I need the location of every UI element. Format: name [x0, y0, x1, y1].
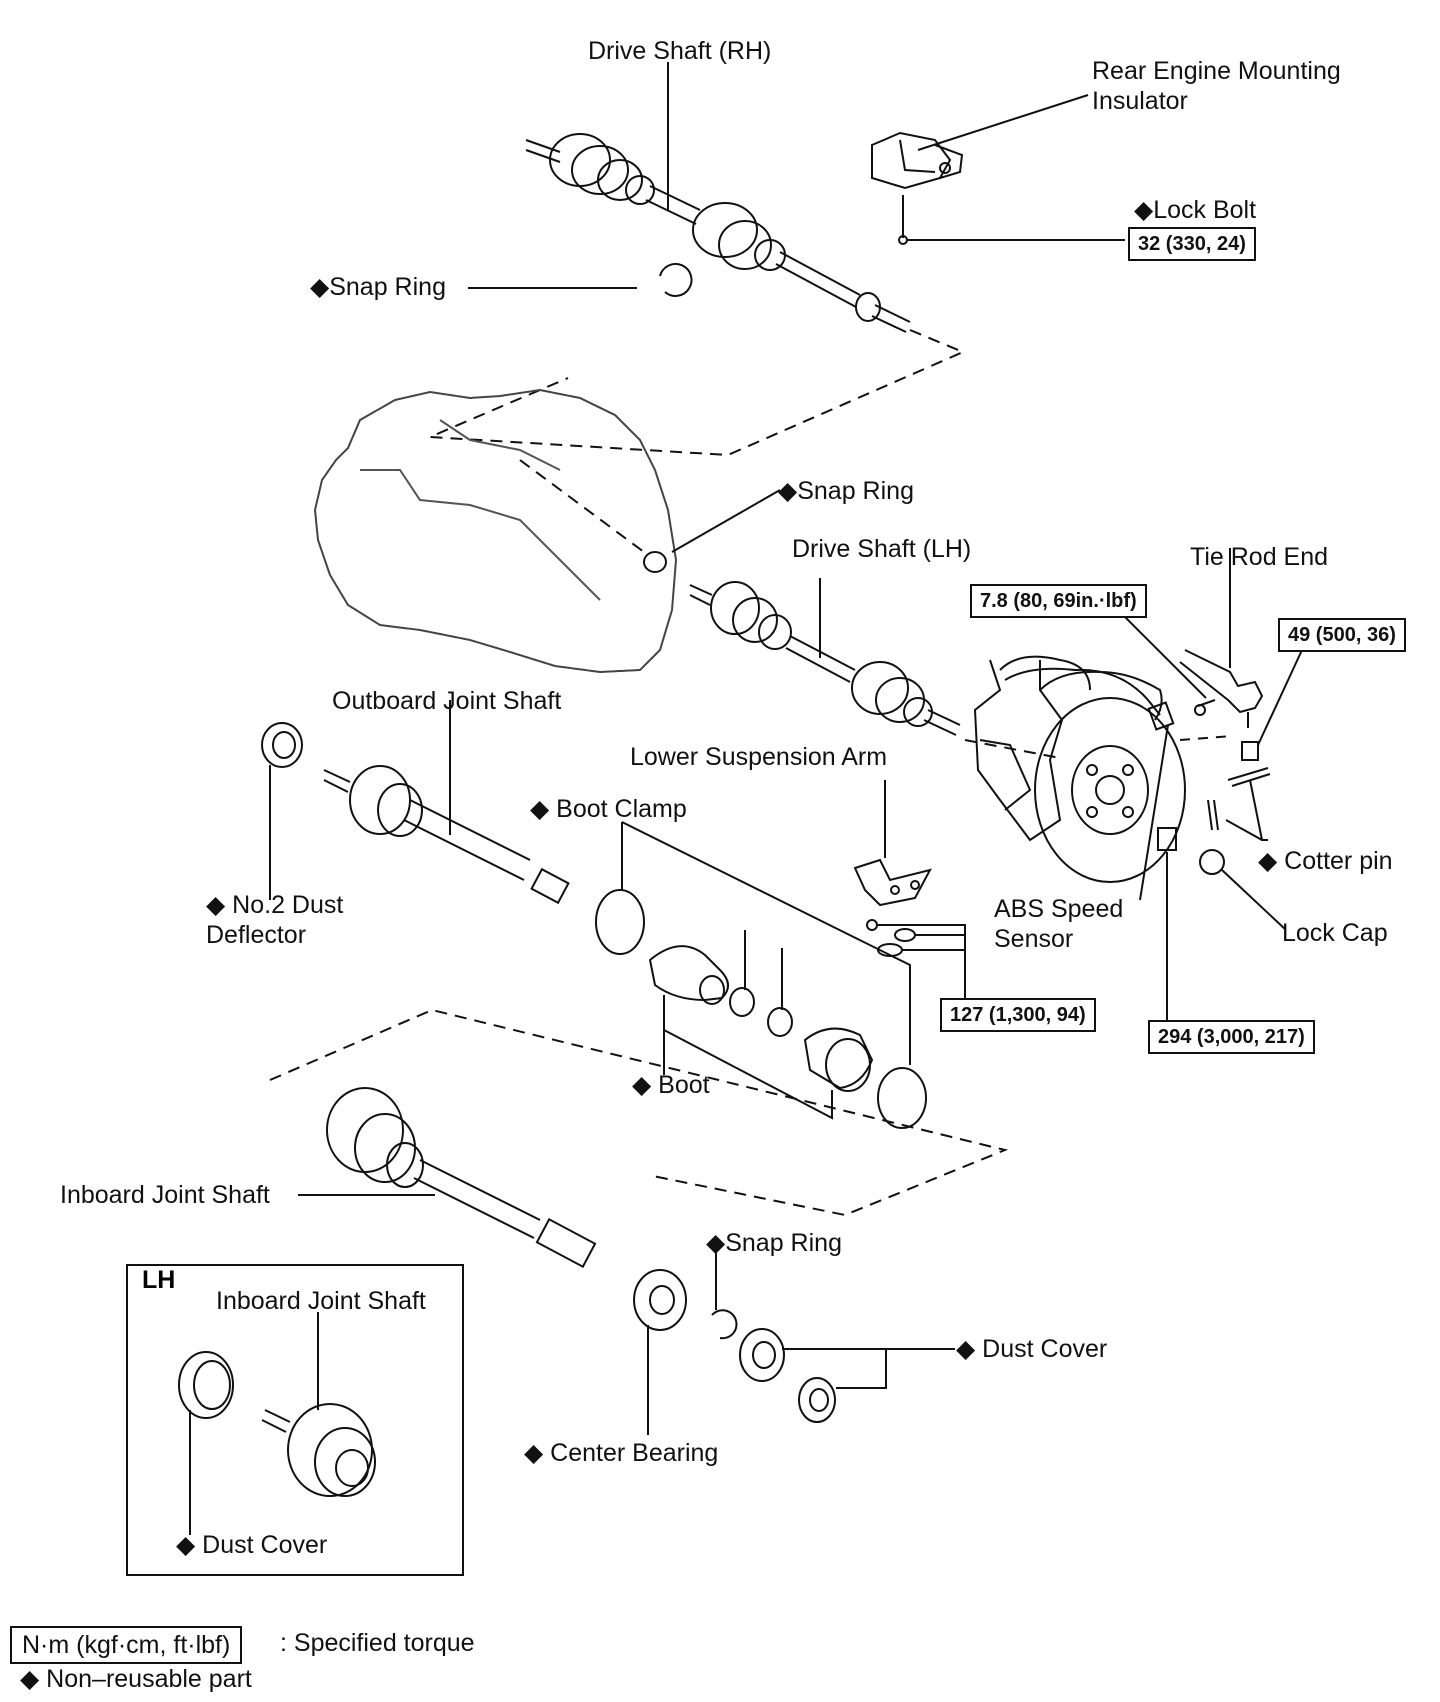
snap-ring-mid-drawing	[643, 551, 667, 573]
label-boot: ◆ Boot	[632, 1071, 710, 1099]
legend-torque-units: N·m (kgf·cm, ft·lbf)	[10, 1626, 243, 1664]
label-drive-shaft-rh: Drive Shaft (RH)	[588, 37, 772, 65]
torque-tie-rod-nut: 49 (500, 36)	[1278, 618, 1406, 652]
label-snap-ring-top: ◆Snap Ring	[310, 273, 446, 301]
torque-abs-bolt: 7.8 (80, 69in.·lbf)	[970, 584, 1147, 618]
knuckle-brake-drawing	[973, 655, 1186, 883]
hub-nut-drawing	[1157, 827, 1177, 851]
lower-arm-drawing	[853, 858, 932, 957]
lh-inboard-joint-drawing	[261, 1403, 376, 1497]
legend-torque-desc: : Specified torque	[280, 1629, 475, 1657]
label-lh-dust-cover: ◆ Dust Cover	[176, 1531, 328, 1559]
label-boot-clamp: ◆ Boot Clamp	[530, 795, 687, 823]
label-rear-engine-mount: Rear Engine Mounting Insulator	[1092, 57, 1341, 115]
torque-lower-arm: 127 (1,300, 94)	[940, 998, 1096, 1032]
boot-outer-drawing	[648, 945, 729, 1002]
label-tie-rod-end: Tie Rod End	[1190, 543, 1329, 571]
tie-rod-end-drawing	[1179, 649, 1264, 714]
label-abs-speed-sensor: ABS Speed Sensor	[994, 895, 1124, 953]
label-snap-ring-low: ◆Snap Ring	[706, 1229, 842, 1257]
dust-cover-1-drawing	[739, 1328, 785, 1382]
lock-cap-drawing	[1199, 849, 1225, 875]
label-lh-inboard-joint-shaft: Inboard Joint Shaft	[216, 1287, 426, 1315]
dust-cover-2-drawing	[798, 1377, 836, 1423]
transaxle-drawing	[313, 388, 678, 674]
label-cotter-pin: ◆ Cotter pin	[1258, 847, 1393, 875]
no2-dust-deflector-drawing	[261, 722, 303, 768]
legend-nonreusable: ◆ Non–reusable part	[20, 1665, 252, 1693]
boot-inner-drawing	[803, 1027, 874, 1090]
label-lock-bolt: ◆Lock Bolt	[1134, 196, 1257, 224]
lh-inset-title: LH	[142, 1266, 176, 1294]
tie-rod-nut-drawing	[1241, 741, 1259, 761]
boot-clamp-large-drawing	[595, 889, 645, 955]
snap-ring-low-drawing	[711, 1309, 738, 1340]
label-no2-dust-deflector: ◆ No.2 Dust Deflector	[206, 891, 344, 949]
label-lock-cap: Lock Cap	[1282, 919, 1388, 947]
label-inboard-joint-shaft: Inboard Joint Shaft	[60, 1181, 270, 1209]
torque-hub-nut: 294 (3,000, 217)	[1148, 1020, 1315, 1054]
torque-lock-bolt: 32 (330, 24)	[1128, 227, 1256, 261]
label-snap-ring-mid: ◆Snap Ring	[778, 477, 914, 505]
label-lower-suspension-arm: Lower Suspension Arm	[630, 743, 888, 771]
snap-ring-top-drawing	[659, 262, 693, 297]
label-drive-shaft-lh: Drive Shaft (LH)	[792, 535, 972, 563]
label-outboard-joint-shaft: Outboard Joint Shaft	[332, 687, 562, 715]
engine-mount-drawing	[871, 131, 964, 190]
label-dust-cover: ◆ Dust Cover	[956, 1335, 1108, 1363]
drive-shaft-rh-drawing	[525, 133, 911, 333]
label-center-bearing: ◆ Center Bearing	[524, 1439, 719, 1467]
center-bearing-drawing	[633, 1269, 687, 1331]
cotter-pin-drawing	[1227, 767, 1271, 787]
lh-inset-frame	[126, 1264, 464, 1576]
drive-shaft-lh-drawing	[689, 581, 961, 736]
outboard-joint-shaft-drawing	[323, 765, 570, 905]
lh-dust-cover-drawing	[178, 1351, 234, 1419]
inboard-joint-shaft-drawing	[326, 1087, 597, 1269]
